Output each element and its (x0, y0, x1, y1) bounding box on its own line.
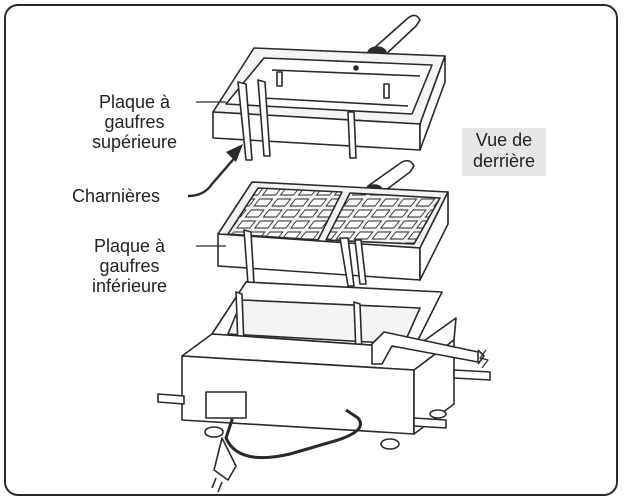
label-upper-plate: Plaque à gaufres supérieure (92, 92, 177, 152)
label-lower-plate-line1: Plaque à (93, 236, 166, 256)
rear-view-line2: derrière (472, 151, 536, 171)
label-hinges: Charnières (72, 186, 160, 206)
label-lower-plate-line3: inférieure (92, 276, 168, 296)
hinges-leader (187, 153, 239, 198)
rear-view-line1: Vue de (475, 130, 533, 150)
rear-view-label: Vue de derrière (462, 128, 546, 176)
hinges-arrowhead (226, 144, 243, 162)
label-leaders (187, 101, 243, 247)
label-hinges-text: Charnières (72, 186, 161, 206)
waffle-maker-base (157, 281, 491, 493)
label-lower-plate-line2: gaufres (99, 256, 160, 276)
label-upper-plate-line3: supérieure (92, 132, 178, 152)
upper-waffle-plate (212, 14, 446, 161)
label-upper-plate-line2: gaufres (104, 112, 165, 132)
label-upper-plate-line1: Plaque à (99, 92, 171, 112)
lower-waffle-plate (217, 159, 449, 287)
label-lower-plate: Plaque à gaufres inférieure (92, 236, 167, 296)
